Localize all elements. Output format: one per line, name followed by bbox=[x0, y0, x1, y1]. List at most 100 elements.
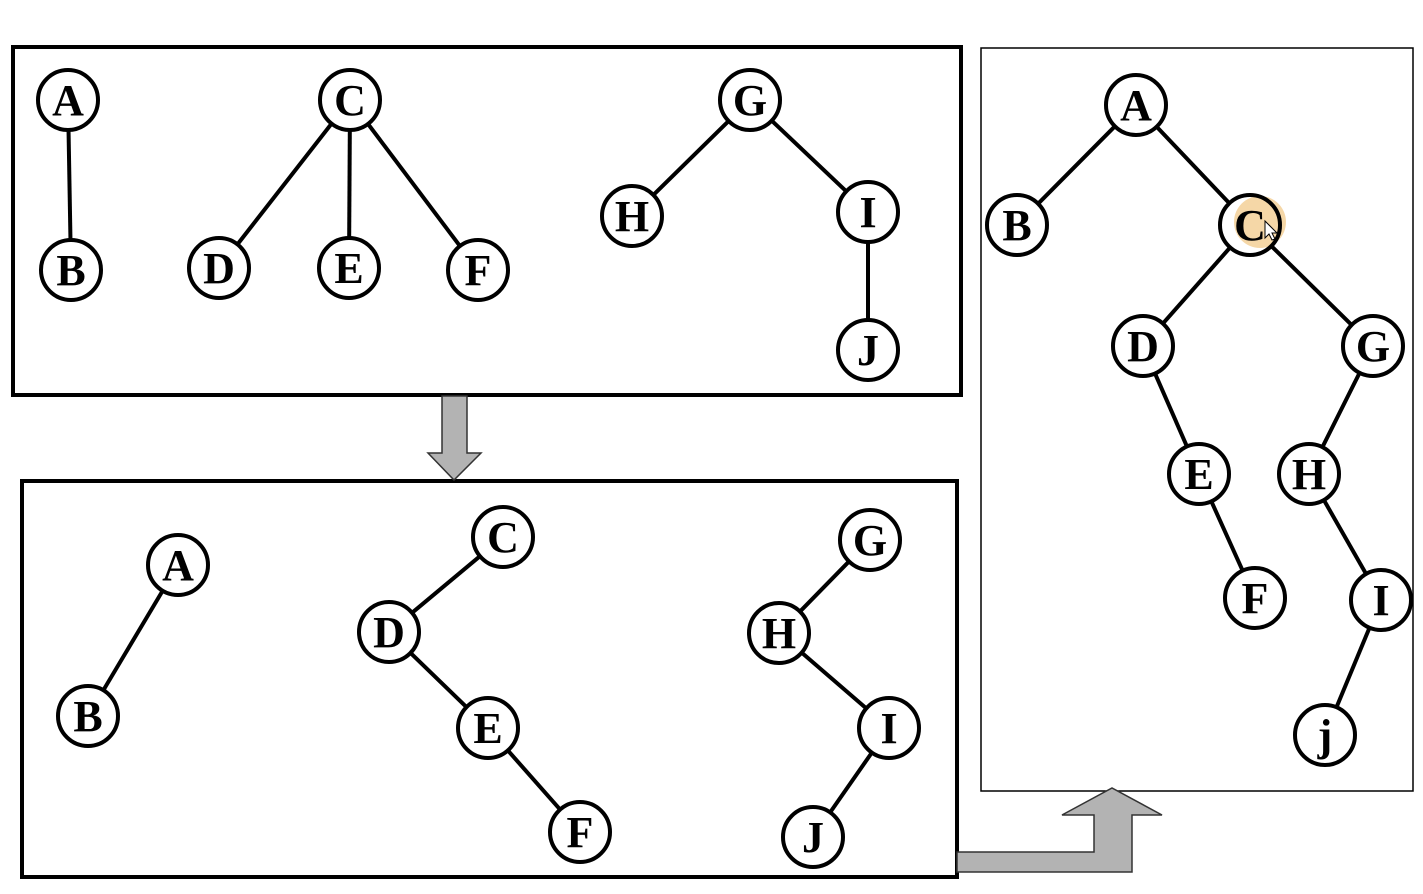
node-label: F bbox=[1242, 574, 1269, 623]
node-label: j bbox=[1317, 711, 1333, 760]
binary_tree-edge-a-b bbox=[1036, 124, 1117, 206]
node-label: E bbox=[1184, 450, 1213, 499]
node-label: G bbox=[853, 516, 887, 565]
forest-node-h: H bbox=[600, 184, 664, 248]
node-label: F bbox=[567, 808, 594, 857]
node-circle bbox=[838, 508, 902, 572]
binary_tree-edge-a-c bbox=[1155, 125, 1231, 205]
node-circle bbox=[1218, 193, 1282, 257]
binary_tree-node-i: I bbox=[1349, 568, 1413, 632]
binary_tree-edge-c-g bbox=[1269, 244, 1354, 327]
node-label: D bbox=[1127, 322, 1159, 371]
mouse-cursor-icon bbox=[1264, 219, 1279, 241]
node-circle bbox=[1167, 442, 1231, 506]
node-circle bbox=[456, 696, 520, 760]
node-label: C bbox=[1234, 201, 1266, 250]
node-circle bbox=[318, 68, 382, 132]
node-label: B bbox=[1002, 201, 1031, 250]
converted_trees-edge-e-f bbox=[506, 749, 562, 811]
forest-node-f: F bbox=[446, 238, 510, 302]
binary_tree-edge-d-e bbox=[1153, 372, 1189, 448]
node-circle bbox=[1104, 73, 1168, 137]
node-label: C bbox=[487, 513, 519, 562]
forest-node-i: I bbox=[836, 180, 900, 244]
binary_tree-node-c: C bbox=[1218, 193, 1282, 257]
node-circle bbox=[1111, 314, 1175, 378]
down-arrow bbox=[426, 395, 483, 482]
node-circle bbox=[836, 180, 900, 244]
node-label: I bbox=[880, 704, 897, 753]
node-circle bbox=[39, 238, 103, 302]
node-circle bbox=[317, 236, 381, 300]
converted_trees-edge-a-b bbox=[101, 589, 165, 692]
forest-edge-g-i bbox=[770, 119, 848, 193]
converted_trees-node-c: C bbox=[471, 505, 535, 569]
converted_trees-node-i: I bbox=[857, 696, 921, 760]
node-circle bbox=[747, 601, 811, 665]
node-circle bbox=[187, 236, 251, 300]
node-label: H bbox=[762, 609, 796, 658]
node-label: E bbox=[473, 704, 502, 753]
node-label: A bbox=[1120, 81, 1152, 130]
binary_tree-edge-h-i bbox=[1322, 499, 1368, 575]
node-label: I bbox=[859, 188, 876, 237]
forest-edge-a-b bbox=[66, 129, 73, 241]
binary_tree-node-a: A bbox=[1104, 73, 1168, 137]
node-circle bbox=[446, 238, 510, 302]
bent-arrow bbox=[956, 787, 1163, 873]
node-circle bbox=[146, 533, 210, 597]
node-circle bbox=[56, 684, 120, 748]
node-label: E bbox=[334, 244, 363, 293]
forest-node-d: D bbox=[187, 236, 251, 300]
converted_trees-node-d: D bbox=[357, 600, 421, 664]
binary_tree-node-g: G bbox=[1341, 314, 1405, 378]
node-circle bbox=[718, 68, 782, 132]
node-circle bbox=[857, 696, 921, 760]
binary_tree-node-b: B bbox=[985, 193, 1049, 257]
node-label: C bbox=[334, 76, 366, 125]
forest-node-e: E bbox=[317, 236, 381, 300]
node-label: A bbox=[162, 541, 194, 590]
forest-node-a: A bbox=[36, 68, 100, 132]
node-circle bbox=[1349, 568, 1413, 632]
node-label: B bbox=[56, 246, 85, 295]
forest-edge-g-h bbox=[651, 119, 731, 197]
converted_trees-node-b: B bbox=[56, 684, 120, 748]
binary_tree-node-e: E bbox=[1167, 442, 1231, 506]
forest-panel bbox=[11, 45, 963, 397]
binary_tree-edge-g-h bbox=[1320, 371, 1362, 449]
converted_trees-edge-h-i bbox=[800, 651, 868, 710]
edges-layer bbox=[66, 119, 1372, 814]
binary-tree-panel bbox=[980, 47, 1414, 792]
node-circle bbox=[600, 184, 664, 248]
node-circle bbox=[1293, 703, 1357, 767]
binary_tree-edge-e-f bbox=[1209, 500, 1245, 572]
converted_trees-node-j: J bbox=[781, 805, 845, 869]
converted_trees-edge-g-h bbox=[798, 560, 851, 613]
forest-node-g: G bbox=[718, 68, 782, 132]
node-circle bbox=[36, 68, 100, 132]
binary_tree-node-f: F bbox=[1223, 566, 1287, 630]
binary_tree-edge-i-j bbox=[1334, 626, 1372, 709]
node-circle bbox=[357, 600, 421, 664]
converted_trees-node-e: E bbox=[456, 696, 520, 760]
node-label: D bbox=[203, 244, 235, 293]
forest-node-b: B bbox=[39, 238, 103, 302]
converted-trees-panel bbox=[20, 479, 959, 879]
converted_trees-node-g: G bbox=[838, 508, 902, 572]
node-label: H bbox=[615, 192, 649, 241]
node-label: G bbox=[1356, 322, 1390, 371]
node-circle bbox=[1341, 314, 1405, 378]
forest-node-c: C bbox=[318, 68, 382, 132]
converted_trees-node-a: A bbox=[146, 533, 210, 597]
node-circle bbox=[1277, 442, 1341, 506]
node-circle bbox=[1223, 566, 1287, 630]
binary_tree-node-d: D bbox=[1111, 314, 1175, 378]
forest-edge-c-f bbox=[366, 122, 462, 248]
node-label: G bbox=[733, 76, 767, 125]
node-circle bbox=[985, 193, 1049, 257]
forest-node-j: J bbox=[836, 318, 900, 382]
node-label: B bbox=[73, 692, 102, 741]
